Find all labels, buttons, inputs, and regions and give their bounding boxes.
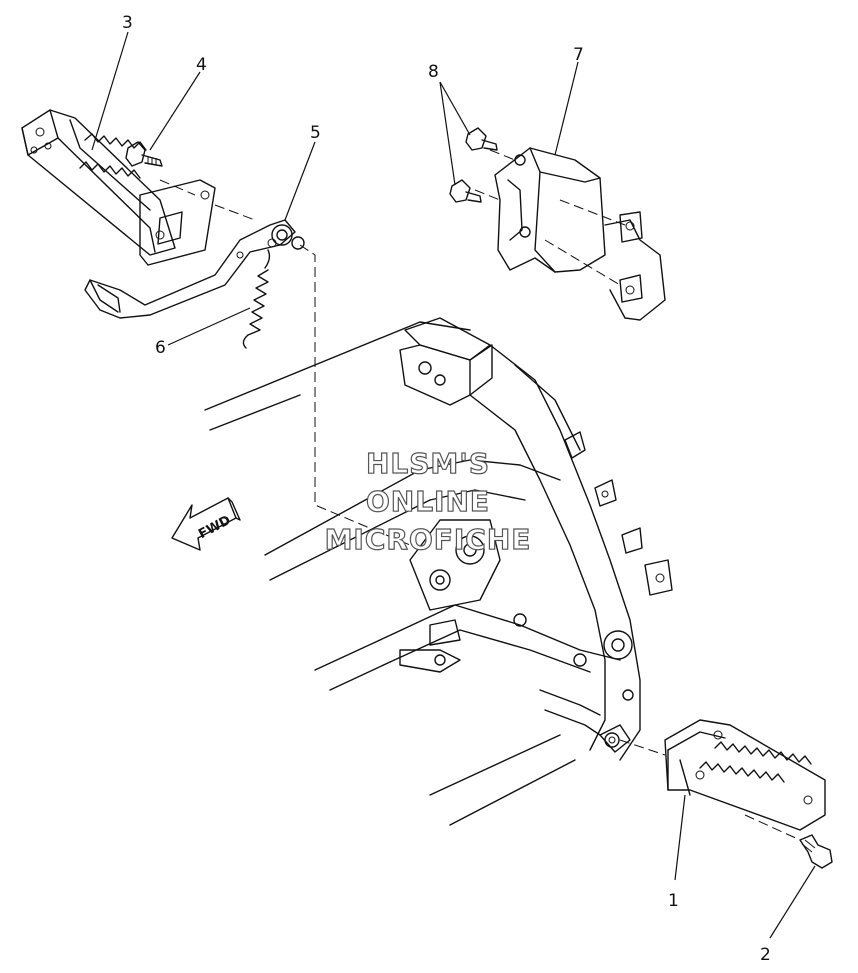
footrest-right bbox=[664, 719, 826, 831]
guard-bolts bbox=[449, 127, 498, 203]
callout-2: 2 bbox=[760, 945, 771, 965]
watermark-line-1: HLSM'S bbox=[366, 447, 490, 480]
callout-4: 4 bbox=[196, 55, 207, 75]
callout-5: 5 bbox=[310, 123, 321, 143]
callout-7: 7 bbox=[573, 45, 584, 65]
footrest-bolt-left bbox=[125, 141, 163, 167]
callout-3: 3 bbox=[122, 13, 133, 33]
frame bbox=[204, 317, 673, 826]
assembly-lines bbox=[159, 149, 801, 841]
return-spring bbox=[242, 249, 271, 349]
heel-guard bbox=[494, 147, 666, 321]
brake-pedal bbox=[84, 219, 305, 319]
footrest-bolt bbox=[799, 834, 833, 869]
leader-lines bbox=[91, 31, 816, 939]
footrest-left bbox=[21, 109, 216, 266]
watermark-line-3: MICROFICHE bbox=[325, 523, 532, 556]
callout-1: 1 bbox=[668, 891, 679, 911]
watermark-line-2: ONLINE bbox=[366, 485, 490, 518]
watermark: HLSM'S ONLINE MICROFICHE bbox=[324, 446, 532, 556]
fwd-direction-arrow: FWD bbox=[171, 497, 241, 551]
callout-6: 6 bbox=[155, 338, 166, 358]
callout-8: 8 bbox=[428, 62, 439, 82]
callout-labels: 3 4 5 6 7 8 1 2 bbox=[122, 13, 771, 965]
